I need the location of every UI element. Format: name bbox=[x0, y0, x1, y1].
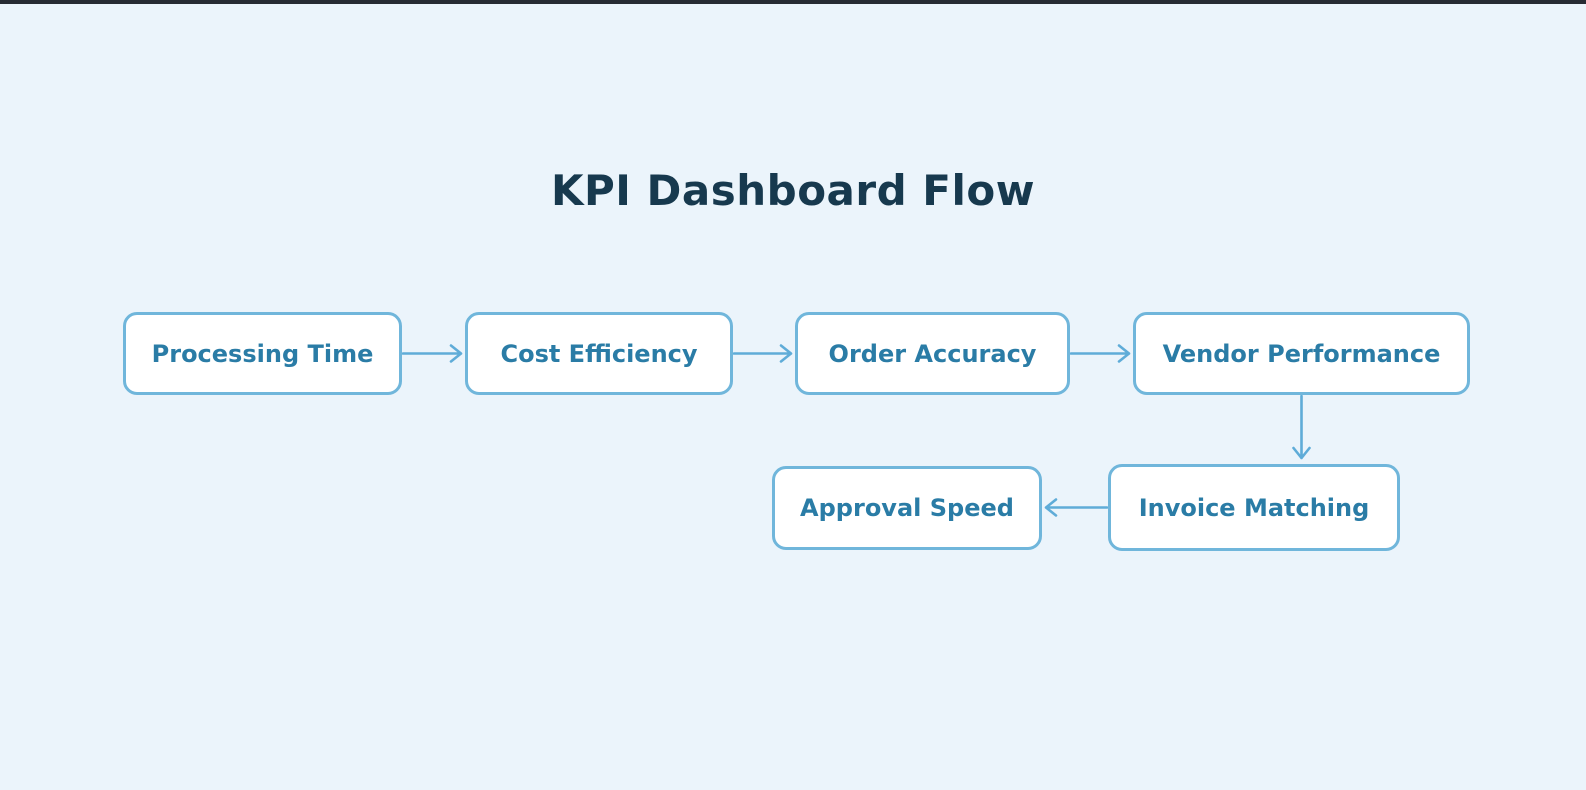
node-invoice-matching: Invoice Matching bbox=[1108, 464, 1400, 551]
edge-cost-efficiency-to-order-accuracy-arrow bbox=[732, 344, 793, 363]
node-label-cost-efficiency: Cost Efficiency bbox=[500, 339, 698, 368]
edge-order-accuracy-to-vendor-performance-arrow bbox=[1069, 344, 1131, 363]
edge-invoice-matching-to-approval-speed-arrow bbox=[1044, 498, 1109, 517]
node-label-approval-speed: Approval Speed bbox=[800, 494, 1014, 522]
diagram-canvas: KPI Dashboard Flow Processing Time Cost … bbox=[0, 4, 1586, 790]
node-label-vendor-performance: Vendor Performance bbox=[1162, 339, 1441, 368]
node-approval-speed: Approval Speed bbox=[772, 466, 1042, 550]
node-processing-time: Processing Time bbox=[123, 312, 402, 395]
node-vendor-performance: Vendor Performance bbox=[1133, 312, 1470, 395]
window-top-edge bbox=[0, 0, 1586, 4]
node-order-accuracy: Order Accuracy bbox=[795, 312, 1070, 395]
node-label-processing-time: Processing Time bbox=[151, 339, 374, 368]
edge-processing-time-to-cost-efficiency-arrow bbox=[401, 344, 463, 363]
edge-layer bbox=[401, 344, 1311, 517]
edge-vendor-performance-to-invoice-matching-arrow bbox=[1292, 394, 1311, 460]
node-label-invoice-matching: Invoice Matching bbox=[1138, 493, 1370, 522]
node-label-order-accuracy: Order Accuracy bbox=[828, 339, 1037, 368]
page-title: KPI Dashboard Flow bbox=[550, 166, 1036, 215]
node-cost-efficiency: Cost Efficiency bbox=[465, 312, 733, 395]
